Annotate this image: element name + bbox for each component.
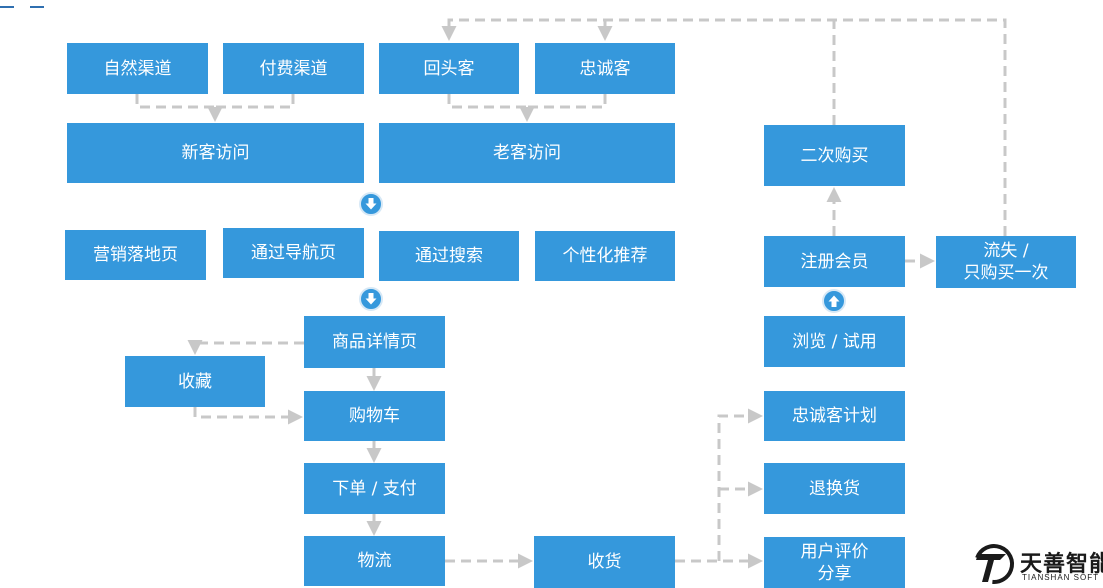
node-loyalty-plan: 忠诚客计划 — [764, 391, 905, 441]
node-order-pay: 下单 / 支付 — [304, 463, 445, 514]
corner-decoration — [0, 0, 14, 8]
connector-loyal-to-old — [519, 94, 607, 122]
node-return-exchange: 退换货 — [764, 463, 905, 514]
connector-receive-to-loyalty — [717, 408, 763, 561]
arrow-up-circle-icon — [822, 289, 846, 313]
connector-detail-to-favorite — [187, 340, 304, 355]
node-loyal-customer: 忠诚客 — [535, 43, 675, 94]
connector-natural-to-new — [135, 94, 215, 109]
connector-returning-to-old — [447, 94, 527, 109]
node-personalized-recommend: 个性化推荐 — [535, 231, 675, 281]
node-marketing-landing: 营销落地页 — [65, 230, 206, 280]
node-register-member: 注册会员 — [764, 236, 905, 287]
connector-favorite-to-cart — [193, 407, 303, 425]
node-new-visit: 新客访问 — [67, 123, 364, 183]
node-repurchase: 二次购买 — [764, 125, 905, 186]
node-churn-once: 流失 / 只购买一次 — [936, 236, 1076, 288]
node-product-detail: 商品详情页 — [304, 316, 445, 368]
logo-name: 天善智能 — [1020, 552, 1103, 577]
node-cart: 购物车 — [304, 391, 445, 441]
node-review-share: 用户评价 分享 — [764, 537, 905, 588]
node-browse-trial: 浏览 / 试用 — [764, 316, 905, 367]
node-old-visit: 老客访问 — [379, 123, 675, 183]
arrow-down-circle-icon — [359, 287, 383, 311]
node-receive: 收货 — [534, 536, 675, 588]
node-returning-customer: 回头客 — [379, 43, 519, 94]
node-favorite: 收藏 — [125, 356, 265, 407]
brand-logo: 天善智能 TIANSHAN SOFT — [972, 542, 1103, 588]
corner-decoration — [30, 0, 44, 8]
node-via-search: 通过搜索 — [379, 231, 519, 281]
node-via-navigation: 通过导航页 — [223, 228, 364, 278]
logo-mark-icon — [974, 544, 1014, 584]
node-paid-channel: 付费渠道 — [223, 43, 364, 94]
node-logistics: 物流 — [304, 536, 445, 586]
arrow-down-circle-icon — [359, 192, 383, 216]
logo-subtitle: TIANSHAN SOFT — [1022, 573, 1100, 582]
connector-paid-to-new — [207, 94, 295, 122]
node-natural-channel: 自然渠道 — [67, 43, 208, 94]
